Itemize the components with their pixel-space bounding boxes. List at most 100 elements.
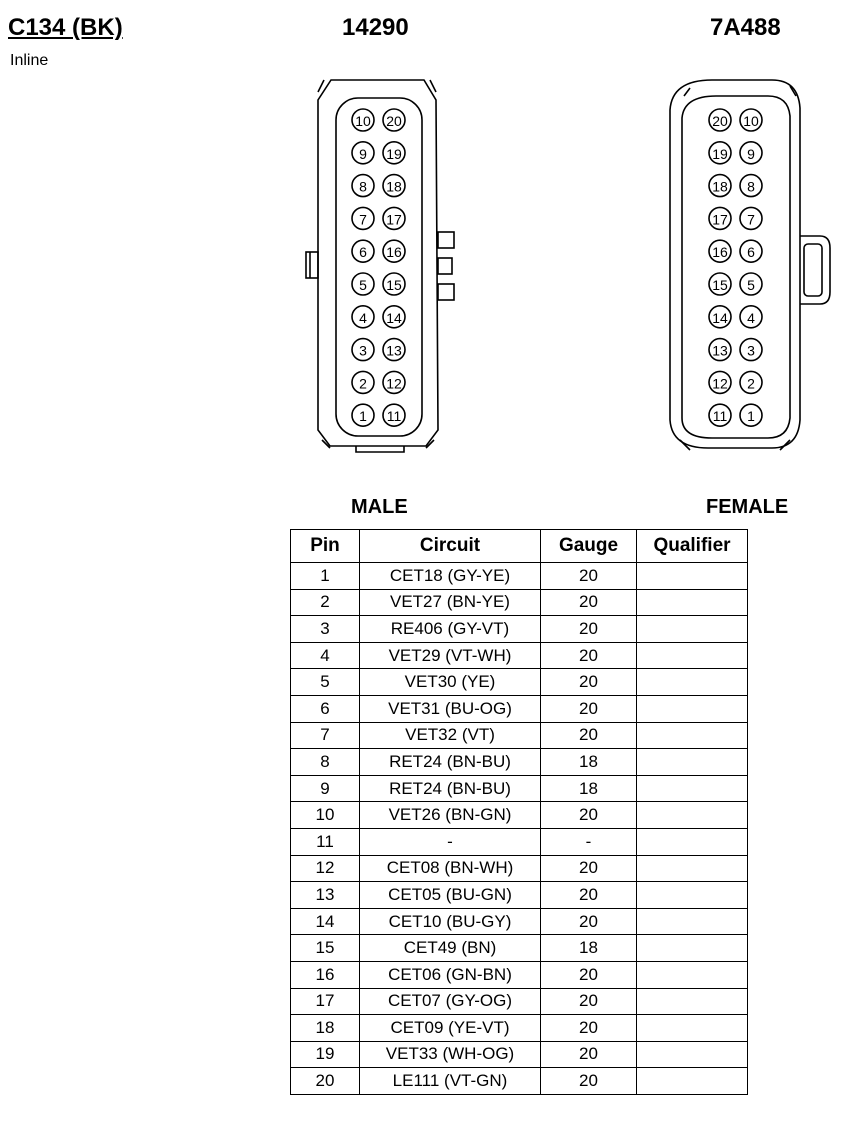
female-pin-16: 16 [708,239,732,263]
cell-gauge: 18 [540,934,637,962]
cell-qualifier [636,934,748,962]
cell-circuit: LE111 (VT-GN) [359,1067,541,1095]
cell-gauge: 20 [540,907,637,936]
male-pin-7: 7 [351,206,375,231]
female-pin-7: 7 [739,206,763,231]
svg-text:6: 6 [359,244,367,260]
female-pin-2: 2 [739,370,763,395]
cell-qualifier [636,854,748,883]
svg-text:4: 4 [747,310,755,326]
cell-qualifier [636,987,748,1016]
cell-pin: 2 [290,588,360,617]
cell-pin: 10 [290,801,360,829]
svg-text:20: 20 [712,113,728,129]
male-pin-15: 15 [382,272,406,296]
male-label: MALE [351,496,408,518]
svg-text:18: 18 [386,179,402,195]
cell-qualifier [636,960,748,989]
svg-text:13: 13 [386,343,402,359]
cell-circuit: RET24 (BN-BU) [359,774,541,803]
cell-pin: 20 [290,1067,360,1095]
svg-text:7: 7 [747,211,755,227]
male-pin-14: 14 [382,304,406,329]
cell-gauge: 20 [540,1067,637,1095]
svg-text:1: 1 [747,408,755,424]
cell-circuit: CET07 (GY-OG) [359,987,541,1016]
svg-text:16: 16 [386,244,402,260]
cell-gauge: 20 [540,721,637,750]
female-part-number: 7A488 [710,14,781,41]
svg-text:1: 1 [359,408,367,424]
female-pin-5: 5 [739,272,763,296]
cell-qualifier [636,1067,748,1095]
female-pin-10: 10 [739,108,763,132]
female-pin-3: 3 [739,337,763,362]
cell-circuit: VET31 (BU-OG) [359,694,541,723]
cell-pin: 6 [290,694,360,723]
svg-text:11: 11 [387,408,402,424]
female-pin-8: 8 [739,173,763,198]
cell-qualifier [636,774,748,803]
cell-circuit: VET29 (VT-WH) [359,641,541,670]
cell-qualifier [636,881,748,909]
male-pin-16: 16 [382,239,406,263]
female-pin-19: 19 [708,141,732,165]
male-pin-6: 6 [351,239,375,263]
female-pin-9: 9 [739,141,763,165]
svg-text:9: 9 [359,146,367,162]
cell-qualifier [636,694,748,723]
male-pin-18: 18 [382,173,406,198]
cell-gauge: 20 [540,801,637,829]
svg-text:14: 14 [386,310,402,326]
female-pin-18: 18 [708,173,732,198]
cell-pin: 12 [290,854,360,883]
male-part-number: 14290 [342,14,409,41]
header-pin: Pin [290,529,360,563]
cell-pin: 4 [290,641,360,670]
cell-circuit: VET26 (BN-GN) [359,801,541,829]
svg-text:19: 19 [712,146,728,162]
table-header-row: Pin Circuit Gauge Qualifier [290,529,748,563]
cell-qualifier [636,827,748,856]
cell-circuit: CET05 (BU-GN) [359,881,541,909]
cell-gauge: 20 [540,987,637,1016]
cell-gauge: 20 [540,960,637,989]
cell-circuit: VET32 (VT) [359,721,541,750]
female-pin-6: 6 [739,239,763,263]
svg-text:15: 15 [386,277,402,293]
cell-qualifier [636,907,748,936]
svg-text:3: 3 [359,343,367,359]
female-pin-14: 14 [708,304,732,329]
svg-text:20: 20 [386,113,402,129]
male-connector-housing [305,79,455,453]
cell-gauge: 20 [540,881,637,909]
cell-pin: 16 [290,960,360,989]
svg-text:6: 6 [747,244,755,260]
female-connector-housing [669,79,831,451]
male-pin-11: 11 [382,403,406,428]
female-pin-1: 1 [739,403,763,428]
female-pin-11: 11 [708,403,732,428]
svg-text:11: 11 [713,408,728,424]
svg-text:5: 5 [359,277,367,293]
cell-circuit: CET09 (YE-VT) [359,1014,541,1042]
svg-text:7: 7 [359,211,367,227]
female-pin-17: 17 [708,206,732,231]
male-pin-19: 19 [382,141,406,165]
cell-pin: 13 [290,881,360,909]
cell-pin: 3 [290,615,360,643]
svg-text:12: 12 [386,375,402,391]
cell-circuit: VET33 (WH-OG) [359,1040,541,1069]
cell-circuit: CET10 (BU-GY) [359,907,541,936]
cell-gauge: 20 [540,562,637,590]
